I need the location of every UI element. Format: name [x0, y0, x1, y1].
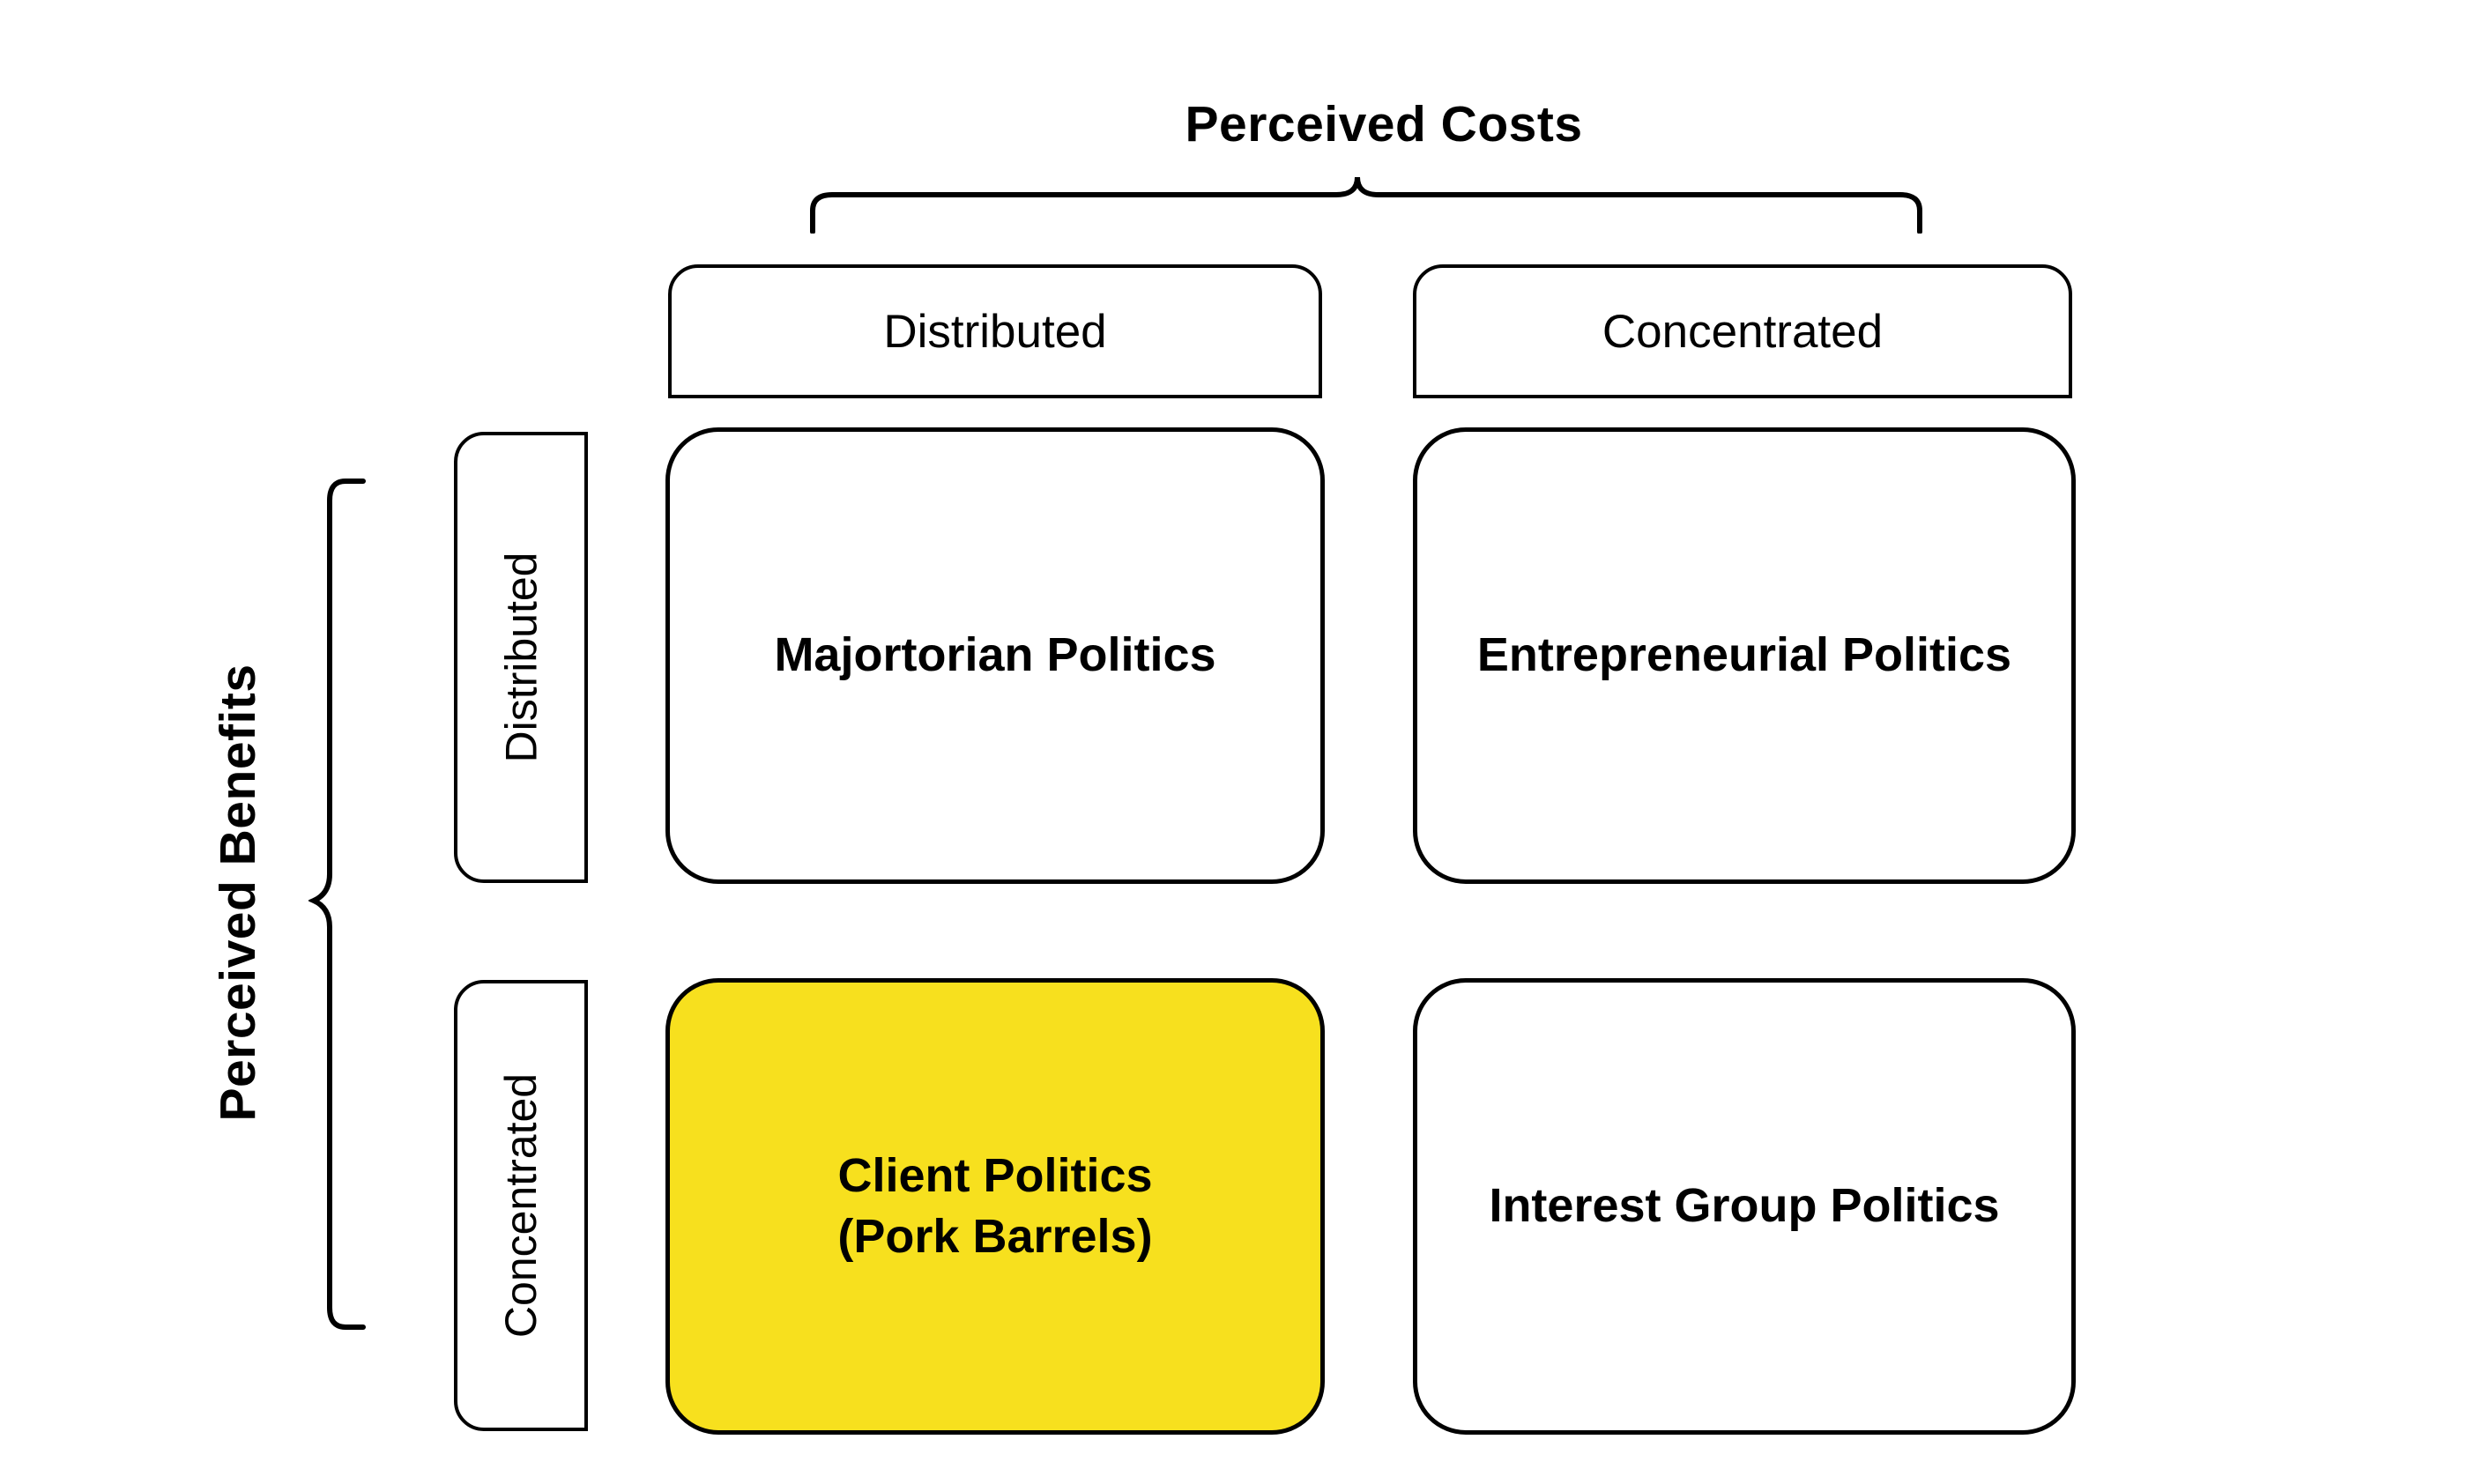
row-header-concentrated[interactable]: Concentrated	[454, 980, 588, 1431]
cell-majortorian-politics[interactable]: Majortorian Politics	[665, 427, 1325, 884]
column-header-distributed-label: Distributed	[883, 305, 1107, 358]
row-axis-title: Perceived Benefits	[210, 664, 266, 1122]
top-brace	[793, 172, 1939, 238]
left-brace	[307, 476, 370, 1344]
column-header-concentrated[interactable]: Concentrated	[1413, 264, 2072, 398]
cell-entrepreneurial-politics[interactable]: Entrepreneurial Politics	[1413, 427, 2076, 884]
row-header-distributed-label: Distributed	[496, 552, 546, 763]
cell-interest-group-politics-label: Interest Group Politics	[1489, 1179, 2000, 1233]
column-header-concentrated-label: Concentrated	[1602, 305, 1884, 358]
column-header-distributed[interactable]: Distributed	[668, 264, 1322, 398]
left-brace-icon	[307, 479, 366, 1330]
cell-entrepreneurial-politics-label: Entrepreneurial Politics	[1476, 628, 2012, 682]
cell-client-politics[interactable]: Client Politics (Pork Barrels)	[665, 978, 1325, 1435]
cell-client-politics-label: Client Politics (Pork Barrels)	[837, 1148, 1153, 1263]
row-header-concentrated-label: Concentrated	[496, 1072, 546, 1339]
top-brace-icon	[810, 176, 1922, 234]
column-axis-title: Perceived Costs	[1185, 96, 1583, 152]
cell-interest-group-politics[interactable]: Interest Group Politics	[1413, 978, 2076, 1435]
cell-majortorian-politics-label: Majortorian Politics	[774, 628, 1216, 682]
row-header-distributed[interactable]: Distributed	[454, 432, 588, 883]
